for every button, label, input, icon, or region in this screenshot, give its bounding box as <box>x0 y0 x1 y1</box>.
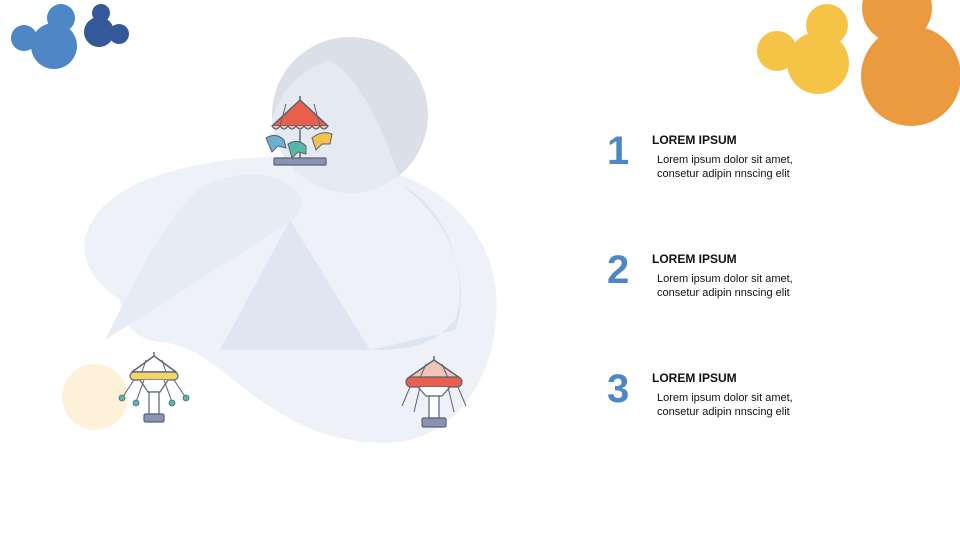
background-blob-inner-right <box>220 220 370 350</box>
item-title: LOREM IPSUM <box>652 252 737 266</box>
carousel-icon <box>265 96 333 166</box>
swing-ride-yellow-icon <box>118 352 190 423</box>
mouse-ears-yellow-icon <box>757 4 849 94</box>
item-number: 2 <box>607 248 630 292</box>
item-description: Lorem ipsum dolor sit amet, consetur adi… <box>657 392 793 418</box>
mouse-ears-blue-icon <box>11 4 77 69</box>
item-title: LOREM IPSUM <box>652 133 737 147</box>
list-item-2: 2 LOREM IPSUM Lorem ipsum dolor sit amet… <box>607 248 827 332</box>
circle-pale-yellow <box>62 364 128 430</box>
swing-ride-red-icon <box>401 356 467 428</box>
background-blob-inner-left <box>105 174 302 340</box>
item-title: LOREM IPSUM <box>652 371 737 385</box>
list-item-3: 3 LOREM IPSUM Lorem ipsum dolor sit amet… <box>607 367 827 451</box>
item-number: 1 <box>607 129 630 173</box>
item-description: Lorem ipsum dolor sit amet, consetur adi… <box>657 154 793 180</box>
item-number: 3 <box>607 367 630 411</box>
list-item-1: 1 LOREM IPSUM Lorem ipsum dolor sit amet… <box>607 129 827 213</box>
mouse-ears-dark-blue-icon <box>84 4 129 47</box>
item-description: Lorem ipsum dolor sit amet, consetur adi… <box>657 273 793 299</box>
mouse-ears-orange-icon <box>861 0 960 126</box>
